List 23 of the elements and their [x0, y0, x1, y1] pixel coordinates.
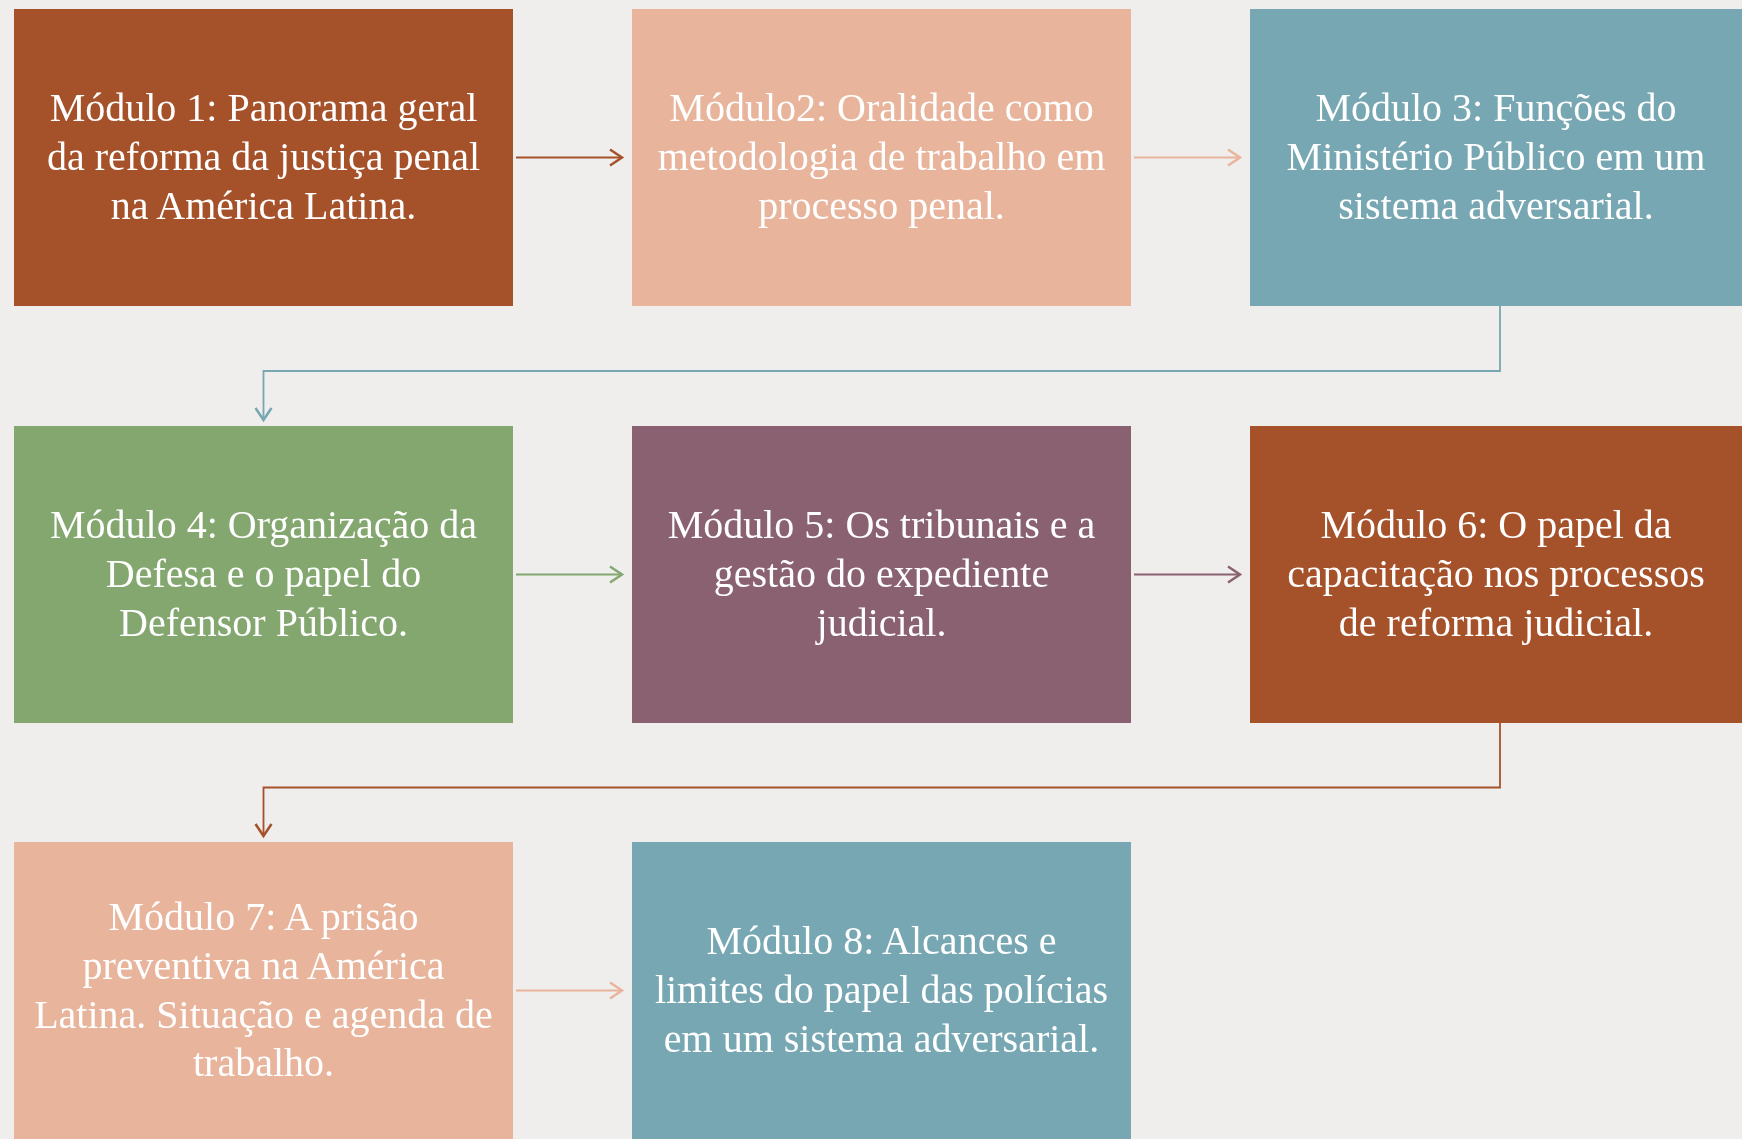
module-title: Módulo 4: Organização da Defesa e o papel do Defensor Público. [49, 501, 478, 647]
module-title: Módulo 8: Alcances e limites do papel das polícias em um sistema adversarial. [653, 917, 1110, 1063]
module-box [14, 426, 513, 723]
module-box [632, 426, 1131, 723]
module-box [1250, 426, 1742, 723]
module-box [1250, 9, 1742, 306]
arrow [254, 722, 1501, 838]
module-title: Módulo 3: Funções do Ministério Público em um sistema adversarial. [1285, 84, 1707, 230]
arrow [254, 305, 1501, 422]
module-box [632, 9, 1131, 306]
arrow [515, 565, 624, 584]
module-title: Módulo 1: Panorama geral da reforma da justiça penal na América Latina. [45, 84, 482, 230]
module-title: Módulo 7: A prisão preventiva na América Latina. Situação e agenda de trabalho. [33, 892, 494, 1088]
arrow [1133, 565, 1242, 584]
module-title: Módulo2: Oralidade como metodologia de trabalho em processo penal. [656, 84, 1107, 230]
arrow [515, 148, 624, 167]
module-box [14, 842, 513, 1139]
module-box [14, 9, 513, 306]
module-title: Módulo 5: Os tribunais e a gestão do expediente judicial. [666, 501, 1097, 647]
arrow [1133, 148, 1242, 167]
arrow [515, 981, 624, 1000]
module-title: Módulo 6: O papel da capacitação nos processos de reforma judicial. [1286, 501, 1706, 647]
module-box [632, 842, 1131, 1139]
